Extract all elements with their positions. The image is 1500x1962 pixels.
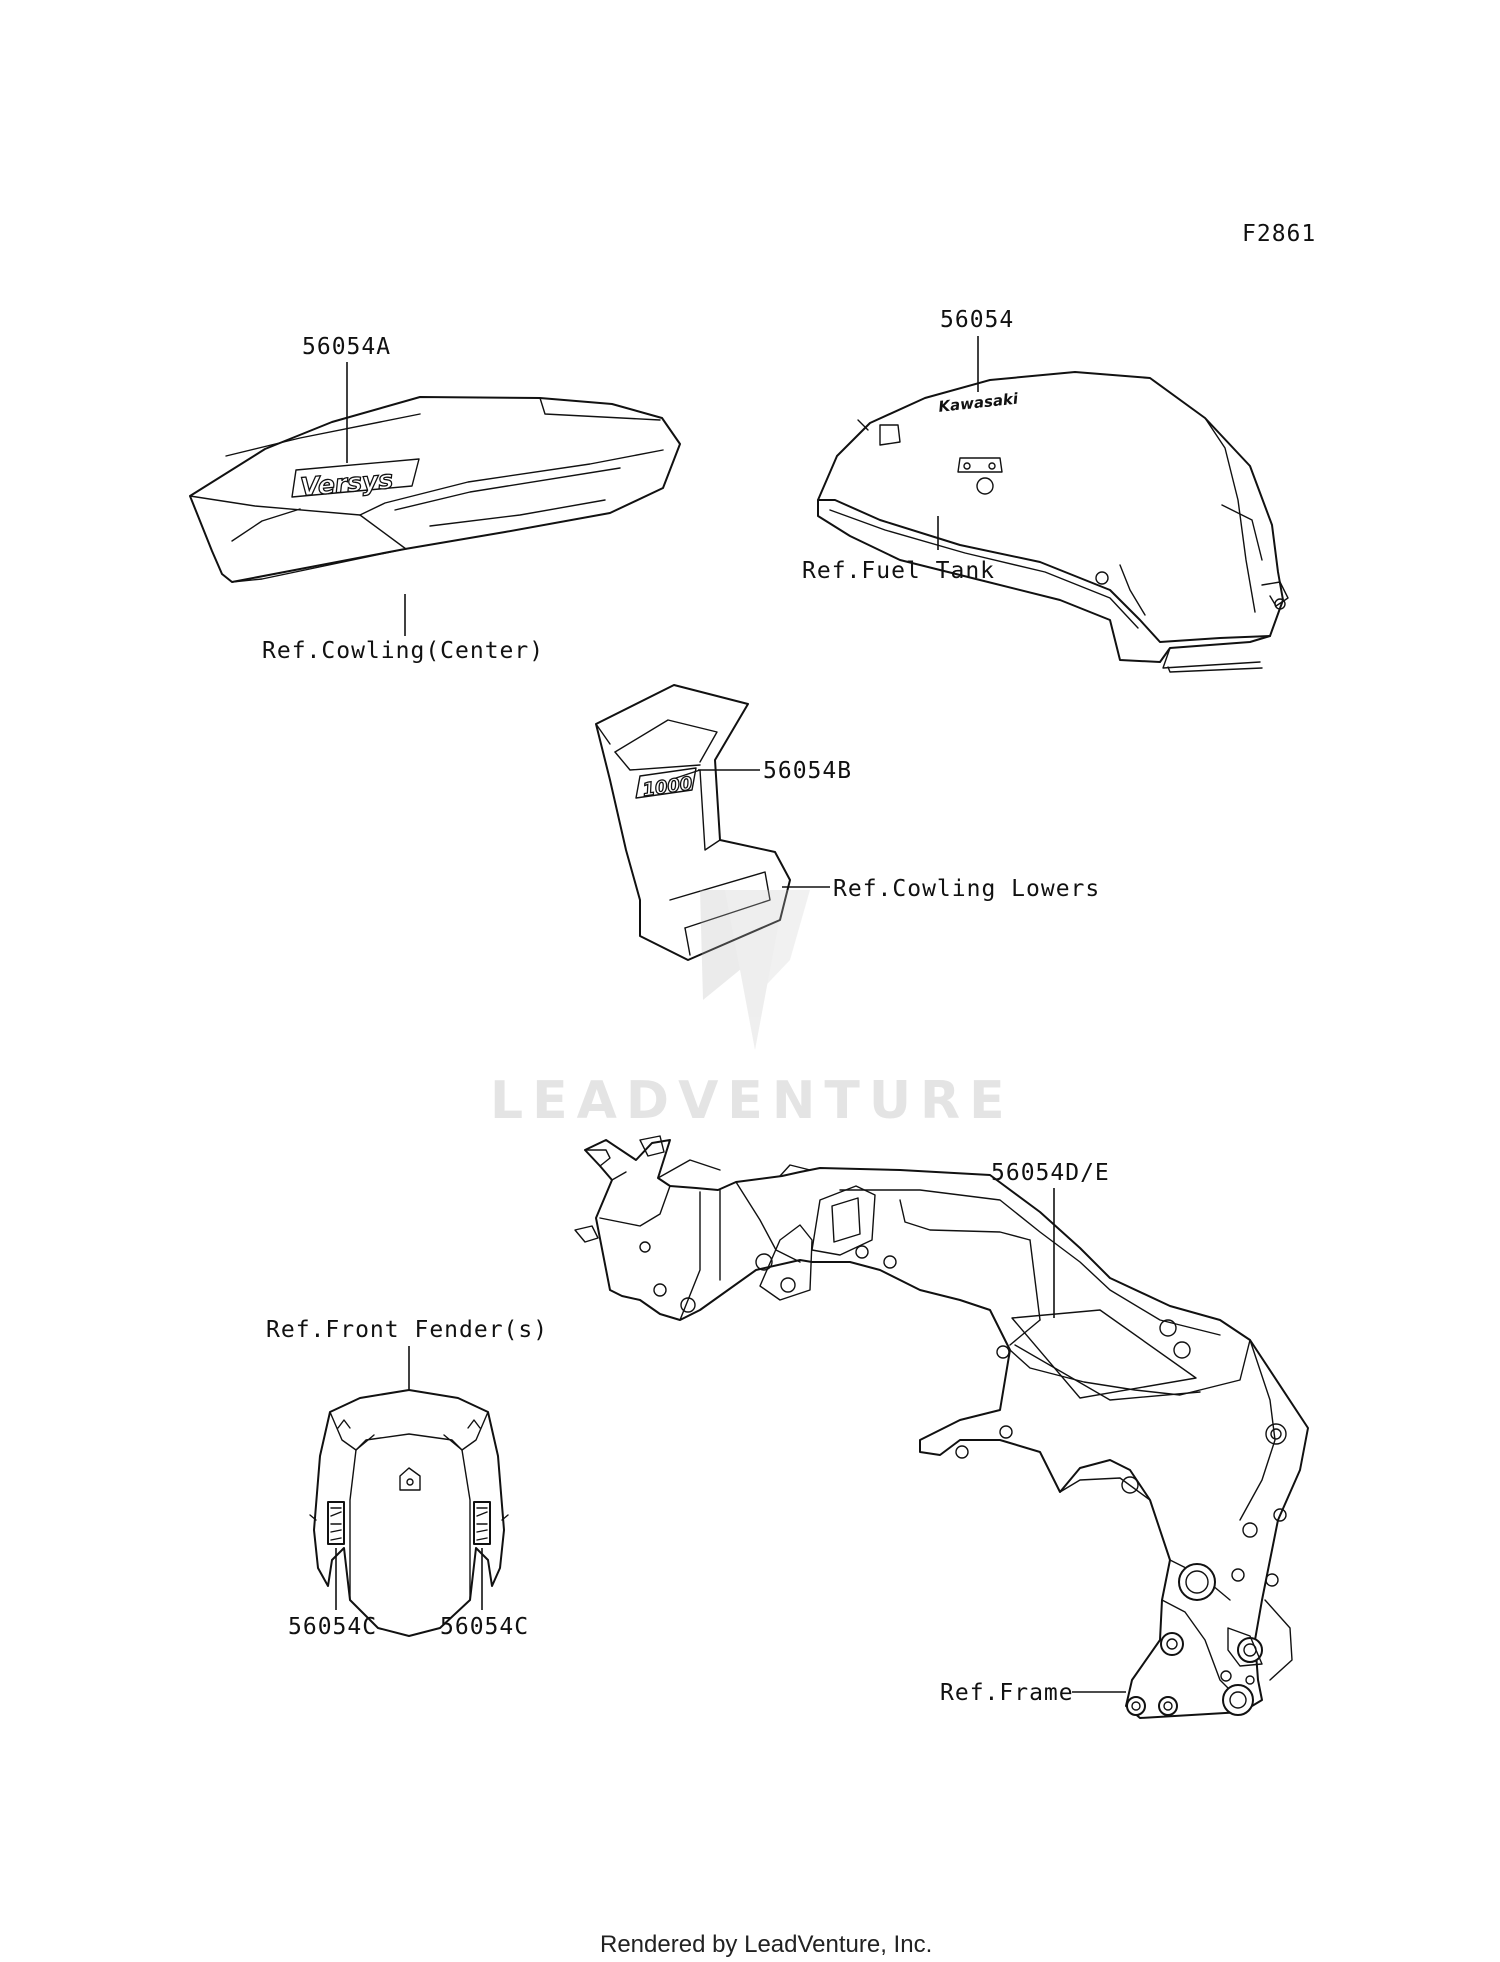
frame-decal-area	[1011, 1309, 1197, 1399]
watermark-text: LEADVENTURE	[490, 1071, 1014, 1131]
cowling-center-drawing	[189, 396, 681, 583]
footer-credit: Rendered by LeadVenture, Inc.	[600, 1931, 932, 1958]
callout-ref-frame[interactable]: Ref.Frame	[940, 1680, 1074, 1706]
front-fender-drawing	[309, 1389, 509, 1637]
frame-drawing	[574, 1135, 1309, 1719]
callout-56054B[interactable]: 56054B	[763, 758, 852, 784]
fuel-tank-drawing	[817, 371, 1289, 673]
callout-56054A[interactable]: 56054A	[302, 334, 391, 360]
callout-56054C-right[interactable]: 56054C	[440, 1614, 529, 1640]
callout-ref-fuel-tank[interactable]: Ref.Fuel Tank	[802, 558, 995, 584]
callout-ref-front-fender[interactable]: Ref.Front Fender(s)	[266, 1317, 548, 1343]
leadventure-watermark-logo	[700, 890, 810, 1050]
callout-56054[interactable]: 56054	[940, 307, 1014, 333]
callout-56054C-left[interactable]: 56054C	[288, 1614, 377, 1640]
callout-56054DE[interactable]: 56054D/E	[991, 1160, 1110, 1186]
callout-ref-cowling-center[interactable]: Ref.Cowling(Center)	[262, 638, 544, 664]
cowling-lower-drawing	[595, 684, 791, 961]
diagram-code: F2861	[1242, 221, 1316, 247]
callout-ref-cowling-lowers[interactable]: Ref.Cowling Lowers	[833, 876, 1100, 902]
